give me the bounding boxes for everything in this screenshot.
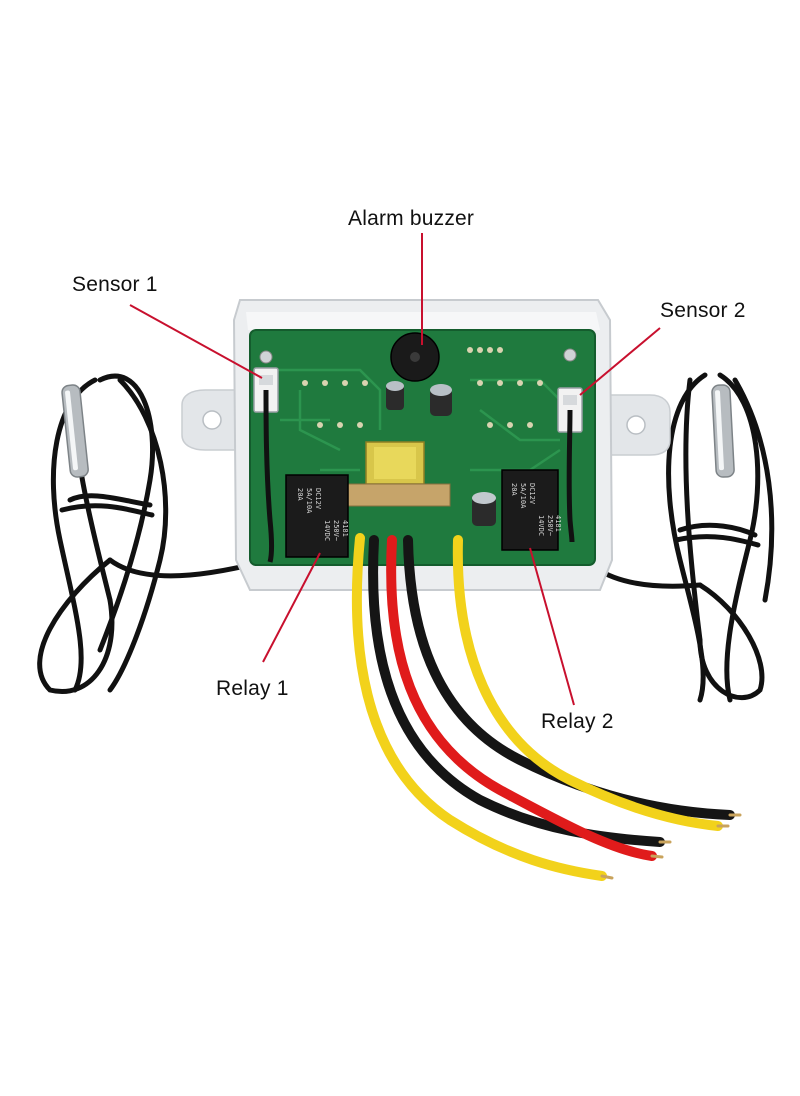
relay-1-marking: 14VDC (323, 520, 331, 541)
relay-2: 20A 5A/10A DC12V 14VDC 250V~ 4181 (501, 469, 562, 551)
relay-1: 20A 5A/10A DC12V 14VDC 250V~ 4181 (285, 474, 349, 558)
relay-1-label: Relay 1 (216, 677, 289, 700)
relay-2-marking: 20A (510, 483, 518, 496)
output-wires (351, 533, 742, 881)
sensor-2-connector (557, 387, 583, 543)
sensor-2-leader (579, 327, 661, 396)
sensor-1-leader (129, 304, 263, 379)
wire-black-right (403, 535, 735, 820)
wire-yellow-outer (351, 533, 607, 881)
relay-1-marking: 4181 (341, 520, 349, 537)
capacitor (386, 381, 496, 526)
sensor-2-probe-tip (711, 384, 735, 478)
relay-2-marking: DC12V (528, 483, 536, 505)
relay-2-marking: 4181 (554, 515, 562, 532)
relay-2-leader (529, 547, 575, 706)
sensor-1-connector (253, 367, 279, 563)
relay-2-marking: 14VDC (537, 515, 545, 536)
relay-1-leader (262, 552, 321, 663)
transformer (347, 441, 451, 507)
sensor-1-probe-tip (61, 384, 89, 478)
sensor-1-label: Sensor 1 (72, 273, 158, 296)
alarm-buzzer (390, 332, 440, 382)
wire-yellow-right (452, 535, 723, 831)
relay-1-marking: 250V~ (332, 520, 340, 541)
relay-2-marking: 5A/10A (519, 483, 527, 509)
relay-1-marking: 20A (296, 488, 304, 501)
alarm-buzzer-label: Alarm buzzer (348, 207, 475, 230)
relay-1-marking: DC12V (314, 488, 322, 510)
wire-red (386, 535, 657, 861)
leader-lines (129, 233, 661, 706)
sensor-2-label: Sensor 2 (660, 299, 746, 322)
relay-2-label: Relay 2 (541, 710, 614, 733)
relay-2-marking: 250V~ (546, 515, 554, 536)
sensor-2-probe-cable (569, 372, 775, 703)
relay-1-marking: 5A/10A (305, 488, 313, 514)
